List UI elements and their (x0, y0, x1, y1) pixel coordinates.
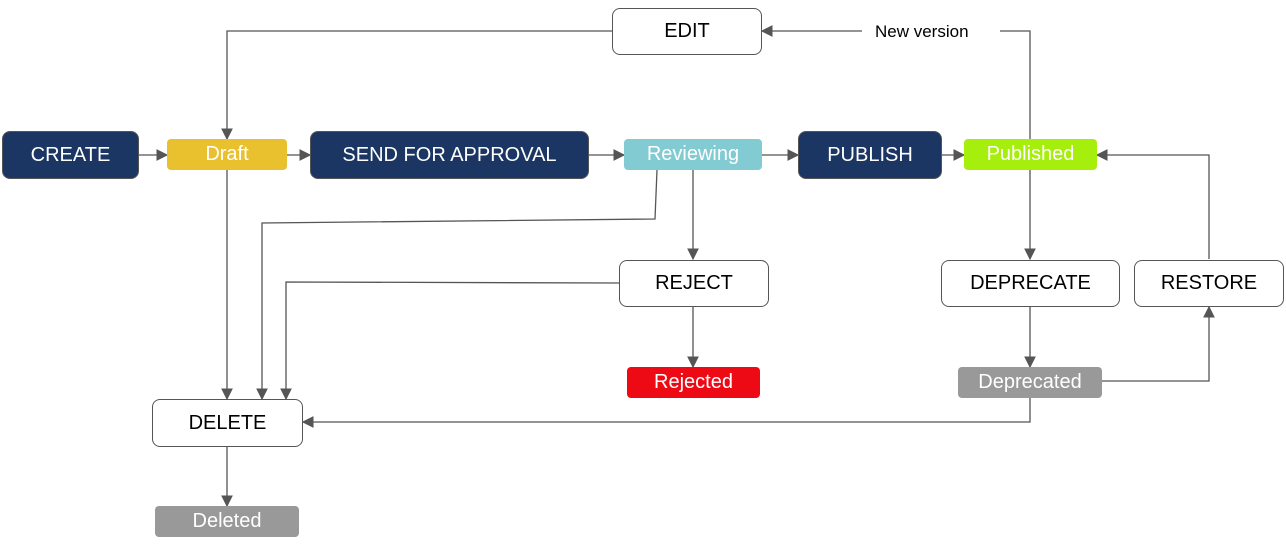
edge-reviewing-delete (256, 169, 658, 401)
create-node: CREATE (2, 131, 139, 179)
reviewing-state: Reviewing (624, 139, 762, 170)
edge-deprecated-delete (301, 397, 1031, 428)
reject-node: REJECT (619, 260, 769, 307)
edge-restore-published (1095, 149, 1210, 259)
restore-node: RESTORE (1134, 260, 1284, 307)
edge-reject-delete (280, 281, 620, 401)
rejected-state: Rejected (627, 367, 760, 398)
draft-state: Draft (167, 139, 287, 170)
edge-edit-draft (221, 30, 612, 141)
deleted-state: Deleted (155, 506, 299, 537)
published-state: Published (964, 139, 1097, 170)
edit-node: EDIT (612, 8, 762, 55)
publish-node: PUBLISH (798, 131, 942, 179)
edge-deprecated-restore (1102, 305, 1215, 382)
new-version-label: New version (875, 22, 969, 41)
deprecate-node: DEPRECATE (941, 260, 1120, 307)
edge-published-edit (1000, 30, 1031, 140)
delete-node: DELETE (152, 399, 303, 447)
send-for-approval-node: SEND FOR APPROVAL (310, 131, 589, 179)
deprecated-state: Deprecated (958, 367, 1102, 398)
